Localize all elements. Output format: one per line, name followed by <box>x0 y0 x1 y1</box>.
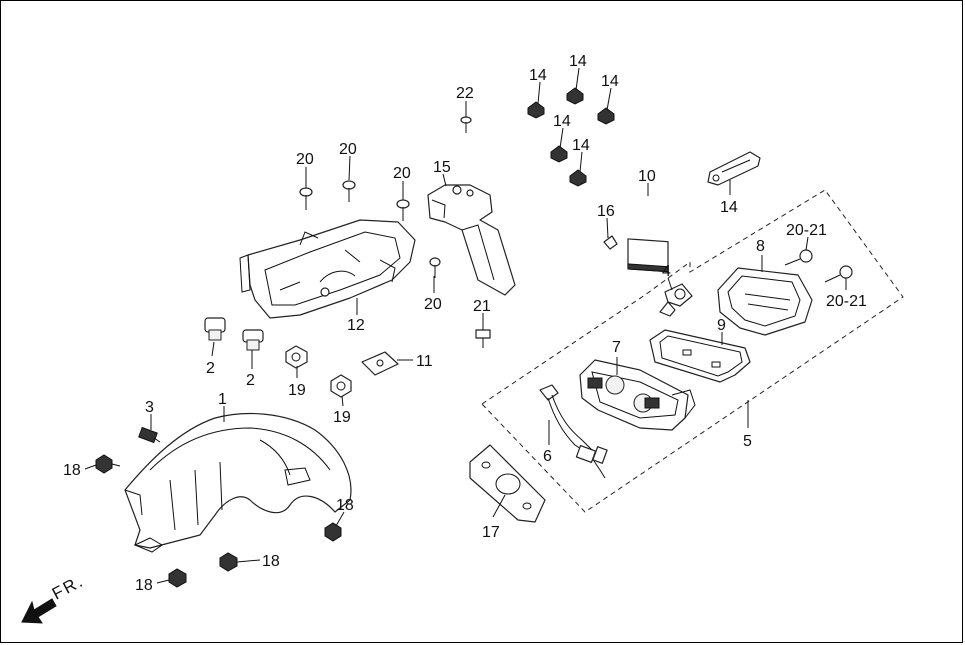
callout-labels: 1 2 2 3 4 5 6 7 8 9 10 11 12 14 14 14 14… <box>63 53 867 594</box>
callout-1: 1 <box>218 391 227 408</box>
bolt-18d <box>168 568 187 588</box>
bolt-14b <box>566 87 584 105</box>
license-bracket-part <box>427 184 516 296</box>
bolt-14e <box>569 169 587 187</box>
callout-2a: 2 <box>206 360 215 377</box>
clip-nut-part <box>361 351 399 376</box>
bolt-14d <box>550 145 568 163</box>
callout-2b: 2 <box>246 372 255 389</box>
callout-18b: 18 <box>336 497 354 514</box>
callout-19a: 19 <box>288 382 306 399</box>
front-arrow-icon <box>21 598 57 624</box>
bulb-part <box>659 283 693 317</box>
screw-22 <box>460 116 472 133</box>
nut-19a <box>285 345 308 369</box>
callout-14b: 14 <box>569 53 587 70</box>
inner-fender-tray-part <box>239 219 416 319</box>
callout-14c: 14 <box>601 73 619 90</box>
callout-18a: 18 <box>63 462 81 479</box>
bolt-18c <box>219 552 238 572</box>
wire-harness-part <box>539 384 608 479</box>
callout-9: 9 <box>717 317 726 334</box>
callout-12: 12 <box>347 317 365 334</box>
cap-part <box>603 235 618 250</box>
front-direction-indicator: FR. <box>21 571 87 624</box>
rear-fender-part <box>124 412 352 553</box>
bolt-18a <box>95 454 121 474</box>
callout-10: 10 <box>638 168 656 185</box>
callout-17: 17 <box>482 524 500 541</box>
callout-3: 3 <box>145 399 154 416</box>
callout-20-21b: 20-21 <box>826 293 867 310</box>
nut-19b <box>330 374 352 398</box>
bolt-3 <box>138 426 161 444</box>
tail-light-lens-part <box>717 267 813 336</box>
callout-18d: 18 <box>135 577 153 594</box>
screw-20-21a <box>784 249 813 266</box>
callout-5: 5 <box>743 433 752 450</box>
callout-14a: 14 <box>529 67 547 84</box>
grommet-2b <box>242 329 264 351</box>
callout-11: 11 <box>416 353 433 370</box>
callout-7: 7 <box>612 339 621 356</box>
screw-20a <box>299 187 313 210</box>
screw-20c <box>396 199 410 221</box>
bolt-21 <box>475 329 491 348</box>
callout-19b: 19 <box>333 409 351 426</box>
callout-20b: 20 <box>339 141 357 158</box>
screw-20d <box>429 257 441 278</box>
callout-22: 22 <box>456 85 474 102</box>
grommet-2a <box>204 317 226 341</box>
callout-8: 8 <box>756 238 765 255</box>
callout-18c: 18 <box>262 553 280 570</box>
callout-20c: 20 <box>393 165 411 182</box>
callout-20-21a: 20-21 <box>786 222 827 239</box>
gasket-part <box>649 329 751 383</box>
screw-20b <box>342 180 356 202</box>
callout-14e: 14 <box>572 137 590 154</box>
leader-lines <box>84 67 847 584</box>
small-plate-part <box>707 151 761 186</box>
callout-16: 16 <box>597 203 615 220</box>
callout-6: 6 <box>543 448 552 465</box>
license-pad-part <box>469 444 546 523</box>
bolt-14a <box>527 101 545 119</box>
bolt-14c <box>597 107 615 125</box>
callout-21: 21 <box>473 298 491 315</box>
light-housing-part <box>579 359 696 431</box>
callout-15: 15 <box>433 159 451 176</box>
callout-20d: 20 <box>424 296 442 313</box>
callout-14f: 14 <box>720 199 738 216</box>
front-direction-label: FR. <box>49 571 87 603</box>
callout-20a: 20 <box>296 151 314 168</box>
bolt-18b <box>324 522 342 542</box>
screw-20-21b <box>824 265 853 283</box>
callout-4: 4 <box>662 263 671 280</box>
callout-14d: 14 <box>553 113 571 130</box>
